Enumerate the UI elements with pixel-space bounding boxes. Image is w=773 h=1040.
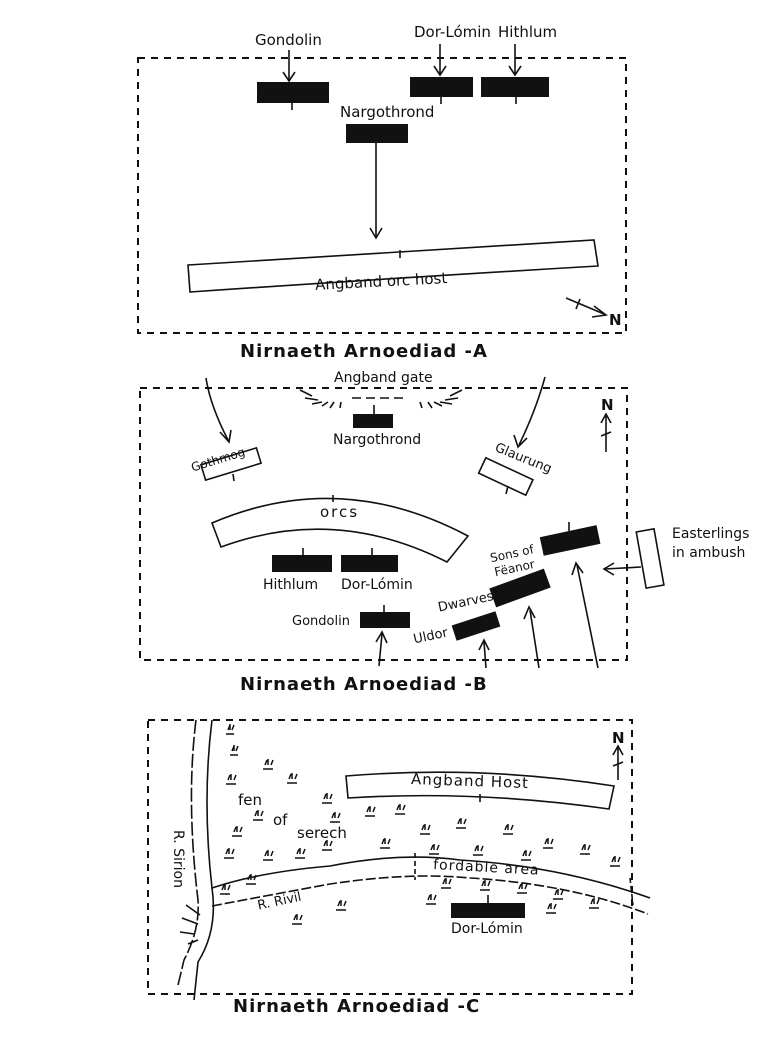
angband-orc-host-a [187, 239, 599, 293]
label-angband-gate: Angband gate [334, 370, 433, 386]
north-arrow-a: N [565, 297, 622, 329]
arrowhead [433, 65, 447, 77]
arrow-gondolin-b [378, 633, 383, 667]
river-sirion [177, 719, 215, 1001]
unit-dwarves [489, 568, 551, 608]
arrowhead [369, 227, 383, 240]
arrowhead-gondolin-a [282, 71, 296, 83]
unit-nargothrond-b [353, 414, 393, 428]
unit-glaurung [477, 456, 535, 497]
arrow-uldor [483, 641, 487, 669]
panel-a-border [137, 57, 627, 334]
arrow-easterlings [604, 566, 642, 570]
unit-gothmog [199, 446, 263, 482]
label-fen: fen [238, 791, 262, 809]
panel-a: Gondolin Dor-Lómin Hithlum Nargothrond A… [137, 23, 627, 362]
label-dor-lomin-b: Dor-Lómin [341, 577, 413, 593]
north-arrow-b: N [600, 396, 614, 452]
north-arrow-c: N [612, 729, 625, 780]
title-panel-c: Nirnaeth Arnoediad -C [233, 996, 480, 1017]
label-river-sirion: R. Sirion [170, 830, 186, 888]
label-dor-lomin-a: Dor-Lómin [414, 23, 491, 41]
panel-b: Angband gate Nargothrond Gothmog Glaurun… [139, 370, 749, 695]
title-panel-a: Nirnaeth Arnoediad -A [240, 341, 488, 362]
panel-b-border [139, 387, 628, 661]
unit-dor-lomin-a [410, 77, 473, 97]
arrow-sons-of-feanor [576, 564, 599, 669]
arrowhead [602, 562, 615, 576]
north-label-c: N [612, 729, 625, 747]
marsh-symbols [220, 724, 621, 925]
label-easterlings: Easterlings [672, 526, 749, 542]
arrowhead [571, 561, 584, 576]
label-of: of [273, 811, 288, 829]
north-label-a: N [609, 311, 622, 329]
unit-hithlum-b [272, 555, 332, 572]
unit-nargothrond-a [346, 124, 408, 143]
unit-hithlum-a [481, 77, 549, 97]
panel-c-border [147, 719, 633, 995]
arrowhead [513, 434, 528, 449]
angband-host-c [345, 771, 615, 810]
unit-uldor [451, 611, 501, 641]
label-dwarves: Dwarves [437, 589, 496, 615]
arrow-dwarves [529, 609, 540, 669]
arrowhead [523, 605, 536, 620]
label-nargothrond-a: Nargothrond [340, 103, 434, 121]
label-hithlum-a: Hithlum [498, 23, 557, 41]
orcs-host-b [210, 497, 470, 564]
river-rivil [211, 856, 651, 915]
unit-tick [232, 473, 235, 482]
fordable-area-bounds [414, 853, 634, 906]
unit-sons-of-feanor [539, 525, 601, 556]
panel-c: R. Sirion R. Rivil Angband Host fen of s… [147, 719, 651, 1017]
arrow-glaurung-approach [518, 376, 546, 446]
unit-tick [505, 485, 509, 495]
unit-gondolin-b [360, 612, 410, 628]
angband-gate-hachures [299, 389, 463, 409]
label-river-rivil: R. Rivil [256, 890, 303, 914]
arrowhead [478, 638, 490, 651]
arrowhead [508, 65, 522, 77]
label-fordable-area: fordable area [433, 857, 540, 879]
unit-easterlings [635, 527, 665, 590]
label-nargothrond-b: Nargothrond [333, 432, 421, 448]
label-serech: serech [297, 824, 347, 842]
unit-dor-lomin-c [451, 903, 525, 918]
label-uldor: Uldor [412, 625, 450, 647]
label-gondolin-b: Gondolin [292, 614, 350, 629]
arrowhead [219, 429, 232, 444]
arrowhead [375, 630, 388, 644]
label-hithlum-b: Hithlum [263, 577, 318, 593]
label-dor-lomin-c: Dor-Lómin [451, 921, 523, 937]
label-gondolin-a: Gondolin [255, 31, 322, 49]
label-angband-host-c: Angband Host [411, 770, 530, 792]
unit-gondolin-a [257, 82, 329, 103]
north-label-b: N [601, 396, 614, 414]
label-in-ambush: in ambush [672, 545, 745, 561]
label-orcs: orcs [320, 503, 359, 521]
arrow-gothmog-approach [205, 377, 229, 441]
title-panel-b: Nirnaeth Arnoediad -B [240, 674, 488, 695]
unit-dor-lomin-b [341, 555, 398, 572]
